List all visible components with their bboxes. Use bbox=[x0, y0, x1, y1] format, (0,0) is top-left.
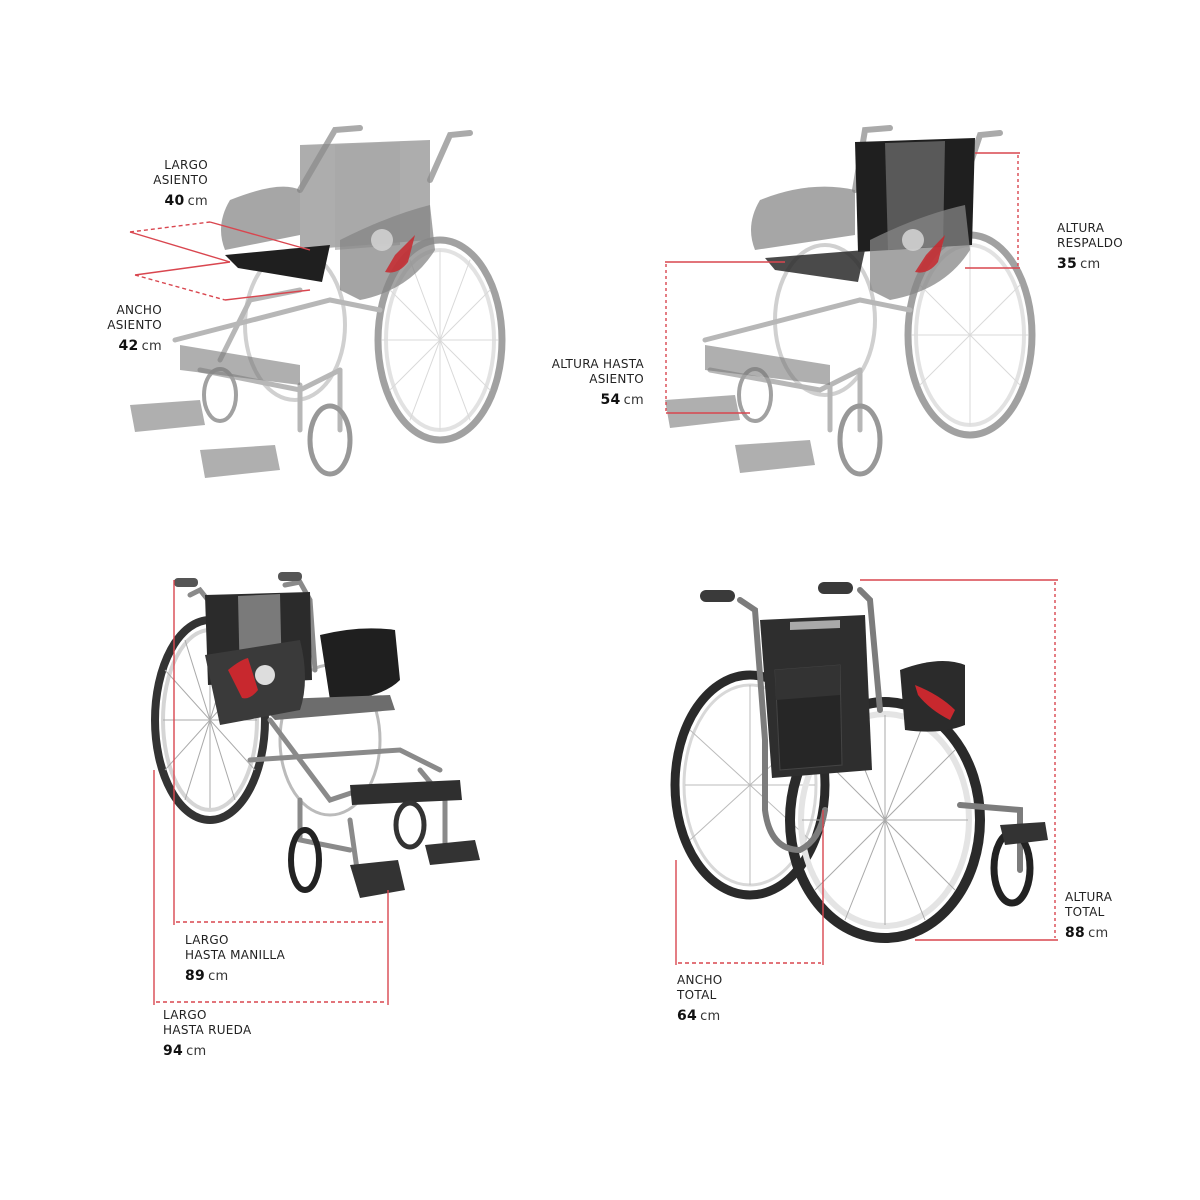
seat-highlight bbox=[225, 245, 330, 282]
dimension-lines-height bbox=[665, 152, 1020, 414]
wheelchair-faded-backrest-illustration bbox=[665, 125, 1036, 477]
wheelchair-rear-view-illustration bbox=[670, 579, 1058, 965]
dimension-lines-length bbox=[153, 580, 389, 1005]
wheelchair-front-view-illustration bbox=[151, 572, 480, 1005]
dimension-lines-seat bbox=[129, 221, 311, 301]
dimension-lines-overall bbox=[675, 579, 1058, 965]
wheelchair-faded-seat-illustration bbox=[129, 125, 506, 478]
